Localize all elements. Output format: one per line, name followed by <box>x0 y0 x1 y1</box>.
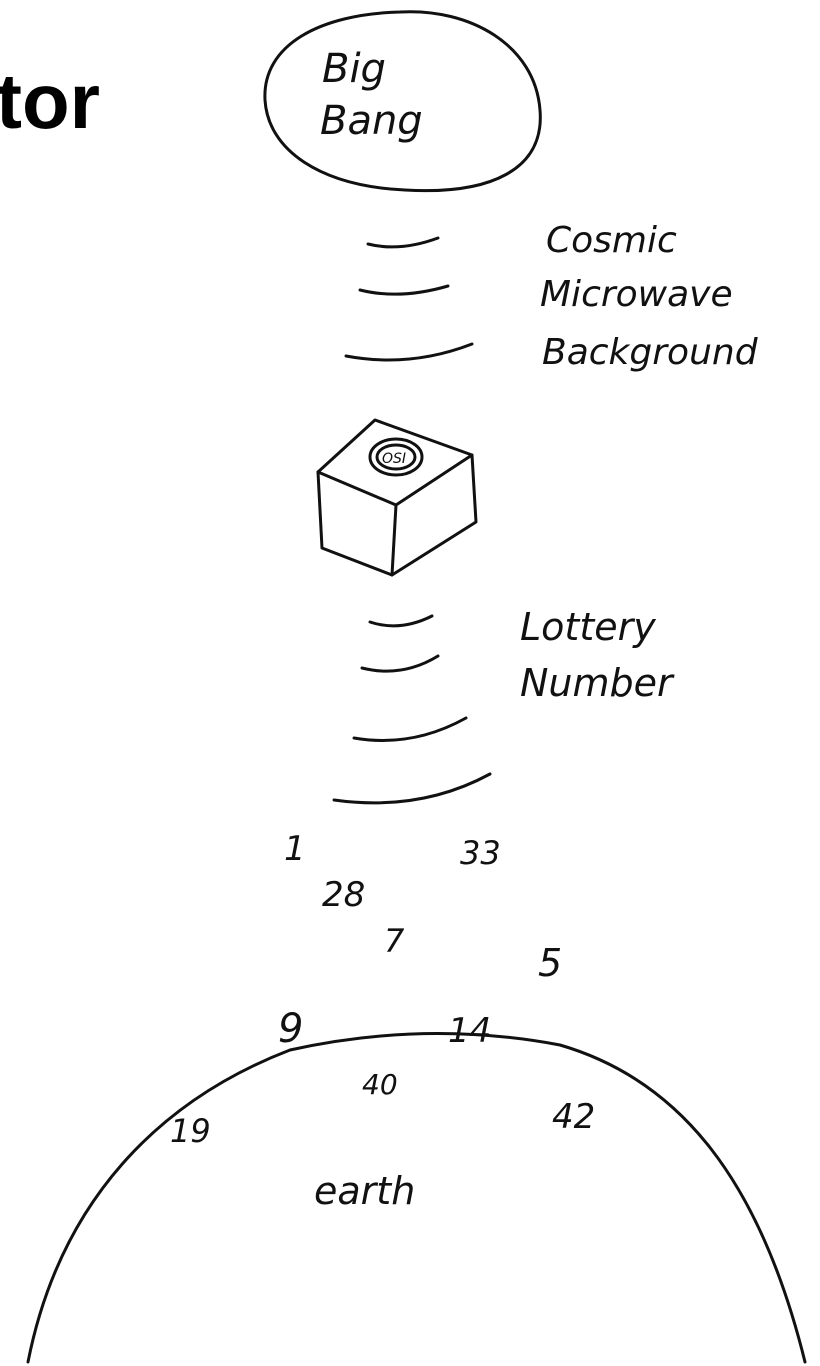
cmb-wave-2 <box>358 284 450 296</box>
box-right-face <box>390 453 478 577</box>
big-bang-oval <box>263 10 542 193</box>
earth-label: earth <box>314 1169 415 1213</box>
big-bang-node: Big Bang <box>263 10 542 193</box>
cmb-waves <box>344 236 474 362</box>
osi-badge-text: OSI <box>382 451 406 467</box>
number-40: 40 <box>362 1068 398 1101</box>
cmb-label-line2: Microwave <box>540 274 733 315</box>
number-42: 42 <box>552 1097 595 1137</box>
cmb-label-line1: Cosmic <box>546 220 677 261</box>
lottery-wave-3 <box>352 716 468 742</box>
lottery-numbers: 1 28 33 7 5 9 14 40 19 42 <box>170 829 595 1150</box>
number-7: 7 <box>384 922 405 960</box>
slide-title-fragment: tor <box>0 57 100 145</box>
lottery-label: Lottery Number <box>520 605 675 705</box>
lottery-wave-4 <box>332 772 492 805</box>
number-19: 19 <box>170 1112 211 1150</box>
lottery-waves <box>332 614 492 805</box>
lottery-label-line1: Lottery <box>520 605 656 649</box>
number-28: 28 <box>322 875 365 915</box>
cmb-wave-3 <box>344 342 474 362</box>
box-left-face <box>316 470 398 577</box>
number-5: 5 <box>538 941 562 985</box>
number-1: 1 <box>284 829 306 869</box>
big-bang-label-line2: Bang <box>320 98 423 144</box>
earth-arc <box>26 1032 807 1364</box>
cmb-wave-1 <box>366 236 440 249</box>
number-33: 33 <box>460 834 501 872</box>
lottery-wave-2 <box>360 654 440 673</box>
lottery-label-line2: Number <box>520 661 675 705</box>
generator-box: OSI <box>316 418 478 577</box>
number-9: 9 <box>278 1006 303 1052</box>
earth-node: earth <box>26 1032 807 1364</box>
big-bang-label-line1: Big <box>322 46 386 92</box>
cmb-label: Cosmic Microwave Background <box>540 220 759 373</box>
number-14: 14 <box>448 1011 491 1051</box>
lottery-wave-1 <box>368 614 434 628</box>
osi-badge-inner-ring <box>375 443 417 471</box>
osi-badge-icon <box>368 437 424 477</box>
cmb-label-line3: Background <box>542 332 759 373</box>
